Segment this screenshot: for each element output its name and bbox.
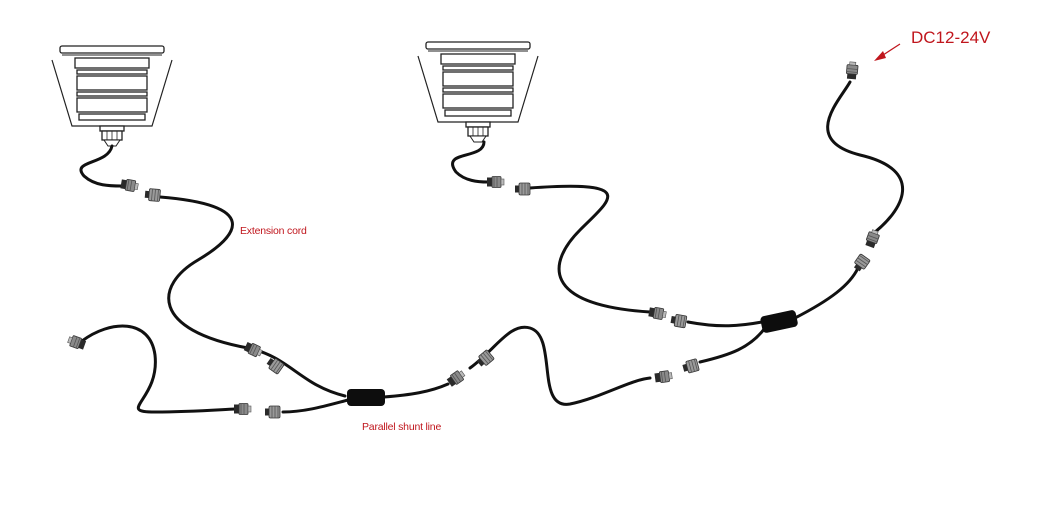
- cable-left-to-splitter: [281, 398, 350, 414]
- connector-left-ext-end: [242, 340, 264, 359]
- cable-to-power: [826, 80, 905, 238]
- connector-left-splitter-in: [264, 355, 285, 375]
- cable-left-lamp-lead: [79, 144, 124, 188]
- connector-left-lamp: [119, 177, 140, 193]
- splitter-box-right: [760, 310, 798, 333]
- cable-left-extension: [158, 195, 347, 398]
- splitter-box-left: [347, 389, 385, 406]
- connector-splitter2-branch: [681, 358, 700, 375]
- connector-power-input: [845, 61, 859, 80]
- connector-mid-link-end: [653, 369, 674, 384]
- arrow-icon: [874, 51, 886, 61]
- connector-power-link: [864, 228, 881, 249]
- cable-middle-extension: [528, 184, 652, 314]
- connector-left-ext: [144, 187, 161, 202]
- fixture-left: [51, 45, 173, 147]
- cable-to-right-splitter-bottom: [698, 326, 767, 364]
- cable-splitter1-out: [382, 382, 450, 399]
- parallel-shunt-line-label: Parallel shunt line: [362, 421, 442, 433]
- extension-cord-label: Extension cord: [240, 225, 307, 237]
- cable-to-mid-connector: [468, 325, 652, 406]
- fixture-middle: [417, 41, 539, 143]
- connector-left-splitter-branch: [264, 405, 281, 419]
- connector-mid-link: [474, 349, 495, 369]
- connector-middle-lamp: [486, 176, 505, 188]
- connector-splitter2-out: [851, 253, 871, 274]
- connector-middle-ext-end: [647, 305, 668, 321]
- connector-left-free-mid: [233, 403, 252, 415]
- cable-middle-lamp-lead: [451, 140, 490, 184]
- voltage-label: DC12-24V: [911, 28, 991, 47]
- connector-left-free-end: [66, 334, 87, 351]
- connector-middle-ext: [514, 182, 531, 196]
- cable-left-free: [80, 324, 237, 414]
- cable-middle-to-splitter: [686, 320, 764, 328]
- connector-splitter2-in: [669, 313, 688, 329]
- cable-splitter2-up: [793, 266, 860, 320]
